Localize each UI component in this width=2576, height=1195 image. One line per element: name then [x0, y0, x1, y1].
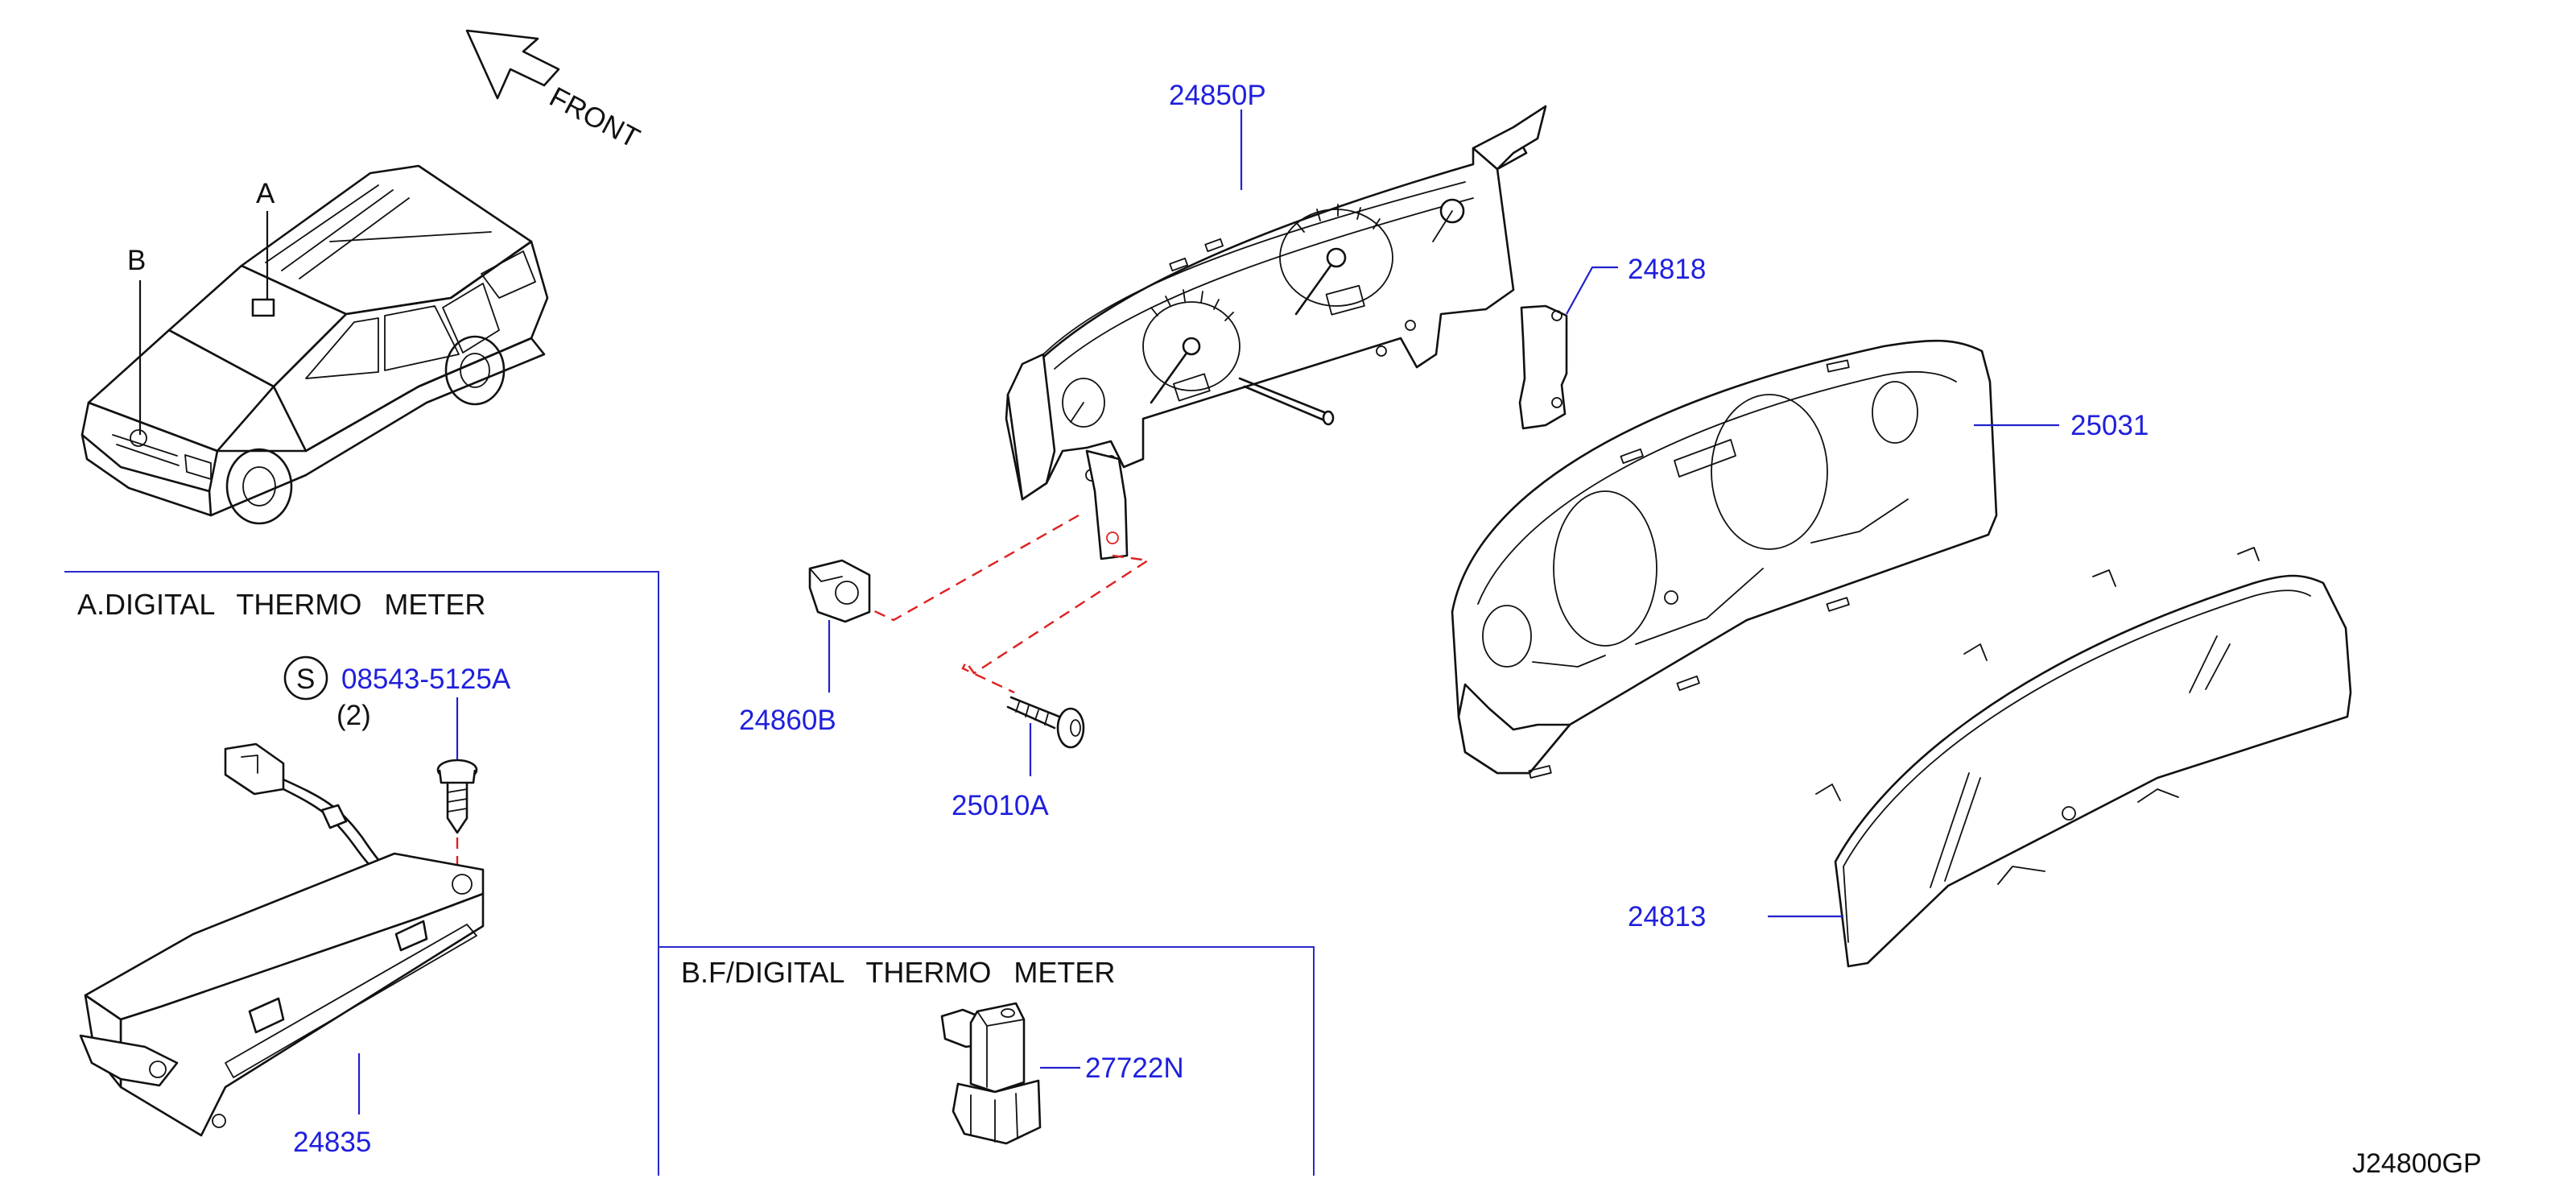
screw-link — [961, 554, 1151, 694]
bracket-part-number: 24818 — [1628, 254, 1706, 285]
clip-link — [869, 514, 1080, 622]
clip-part-number: 24860B — [739, 705, 836, 736]
section-b-title: B.F/DIGITAL THERMO METER — [681, 956, 1115, 989]
temperature-sensor-icon — [940, 1002, 1042, 1145]
instrument-cluster — [1005, 105, 1547, 560]
thermo-meter-unit — [79, 742, 485, 1137]
section-b-frame — [658, 946, 1315, 1176]
clip-icon — [808, 559, 871, 623]
sensor-part-number: 27722N — [1085, 1052, 1184, 1084]
cluster-part-number: 24850P — [1169, 80, 1266, 111]
screw-part-number: 08543-5125A — [341, 664, 511, 695]
screw-symbol-letter: S — [296, 664, 315, 695]
finisher-part-number: 25031 — [2070, 410, 2149, 441]
unit-part-number: 24835 — [293, 1127, 371, 1158]
cluster-screw-part-number: 25010A — [952, 790, 1049, 821]
screw-symbol-badge — [283, 655, 328, 701]
section-a-title: A.DIGITAL THERMO METER — [77, 588, 485, 621]
cluster-lens — [1815, 547, 2352, 968]
cluster-finisher — [1451, 339, 1998, 779]
callout-a: A — [256, 178, 275, 209]
cluster-screw-icon — [1006, 696, 1085, 749]
vehicle-illustration — [80, 164, 549, 525]
front-label: FRONT — [544, 81, 645, 155]
callout-b: B — [127, 245, 146, 276]
diagram-code: J24800GP — [2352, 1148, 2482, 1179]
lens-part-number: 24813 — [1628, 901, 1706, 932]
bracket-icon — [1518, 304, 1568, 430]
screw-quantity: (2) — [336, 700, 371, 731]
front-arrow-icon — [465, 29, 560, 100]
section-a-frame — [64, 571, 659, 1176]
screw-icon — [436, 759, 478, 834]
